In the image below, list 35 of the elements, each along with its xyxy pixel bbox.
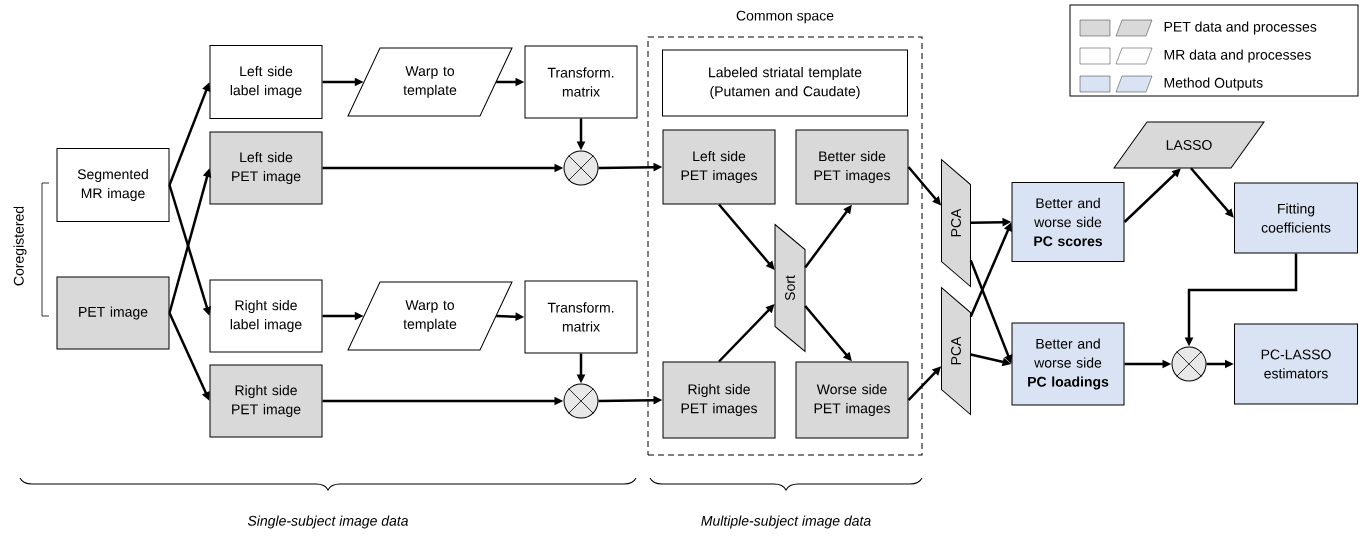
process-parallelogram: Warp to template (347, 281, 513, 351)
legend-text: MR data and processes (1164, 49, 1311, 63)
legend-text: PET data and processes (1164, 21, 1317, 35)
process-box: Right side PET images (662, 361, 776, 439)
multiply-circle (563, 383, 599, 419)
multiply-circle (563, 150, 599, 186)
process-box: Right side label image (209, 279, 323, 353)
output-box: Fitting coefficients (1234, 182, 1358, 254)
process-box: Better side PET images (795, 129, 909, 205)
process-box: Segmented MR image (56, 148, 170, 222)
arrow (718, 203, 775, 270)
process-box: Left side PET image (209, 131, 323, 205)
process-parallelogram: Warp to template (347, 47, 513, 117)
output-box: Better and worse side PC loadings (1011, 322, 1125, 406)
process-box: Right side PET image (209, 364, 323, 438)
process-box: Left side label image (209, 45, 323, 119)
process-box: Left side PET images (662, 129, 776, 205)
region-title: Common space (736, 10, 834, 24)
process-parallelogram: PCA (941, 159, 971, 287)
caption-label: Multiple-subject image data (701, 515, 871, 529)
process-parallelogram: PCA (941, 287, 971, 415)
output-box: Better and worse side PC scores (1011, 182, 1125, 262)
process-parallelogram: Sort (774, 224, 806, 352)
process-parallelogram: LASSO (1113, 121, 1265, 169)
multiply-circle (1171, 346, 1207, 382)
arrow (1190, 167, 1234, 218)
legend-text: Method Outputs (1164, 77, 1263, 91)
process-box: Transform. matrix (524, 45, 638, 119)
process-box: Transform. matrix (524, 280, 638, 354)
output-box: PC-LASSO estimators (1234, 323, 1358, 405)
process-box: Worse side PET images (795, 361, 909, 439)
process-box: PET image (56, 276, 170, 350)
caption-label: Single-subject image data (247, 515, 409, 529)
process-box: Labeled striatal template (Putamen and Caudate) (662, 49, 908, 117)
side-label: Coregistered (13, 206, 27, 286)
